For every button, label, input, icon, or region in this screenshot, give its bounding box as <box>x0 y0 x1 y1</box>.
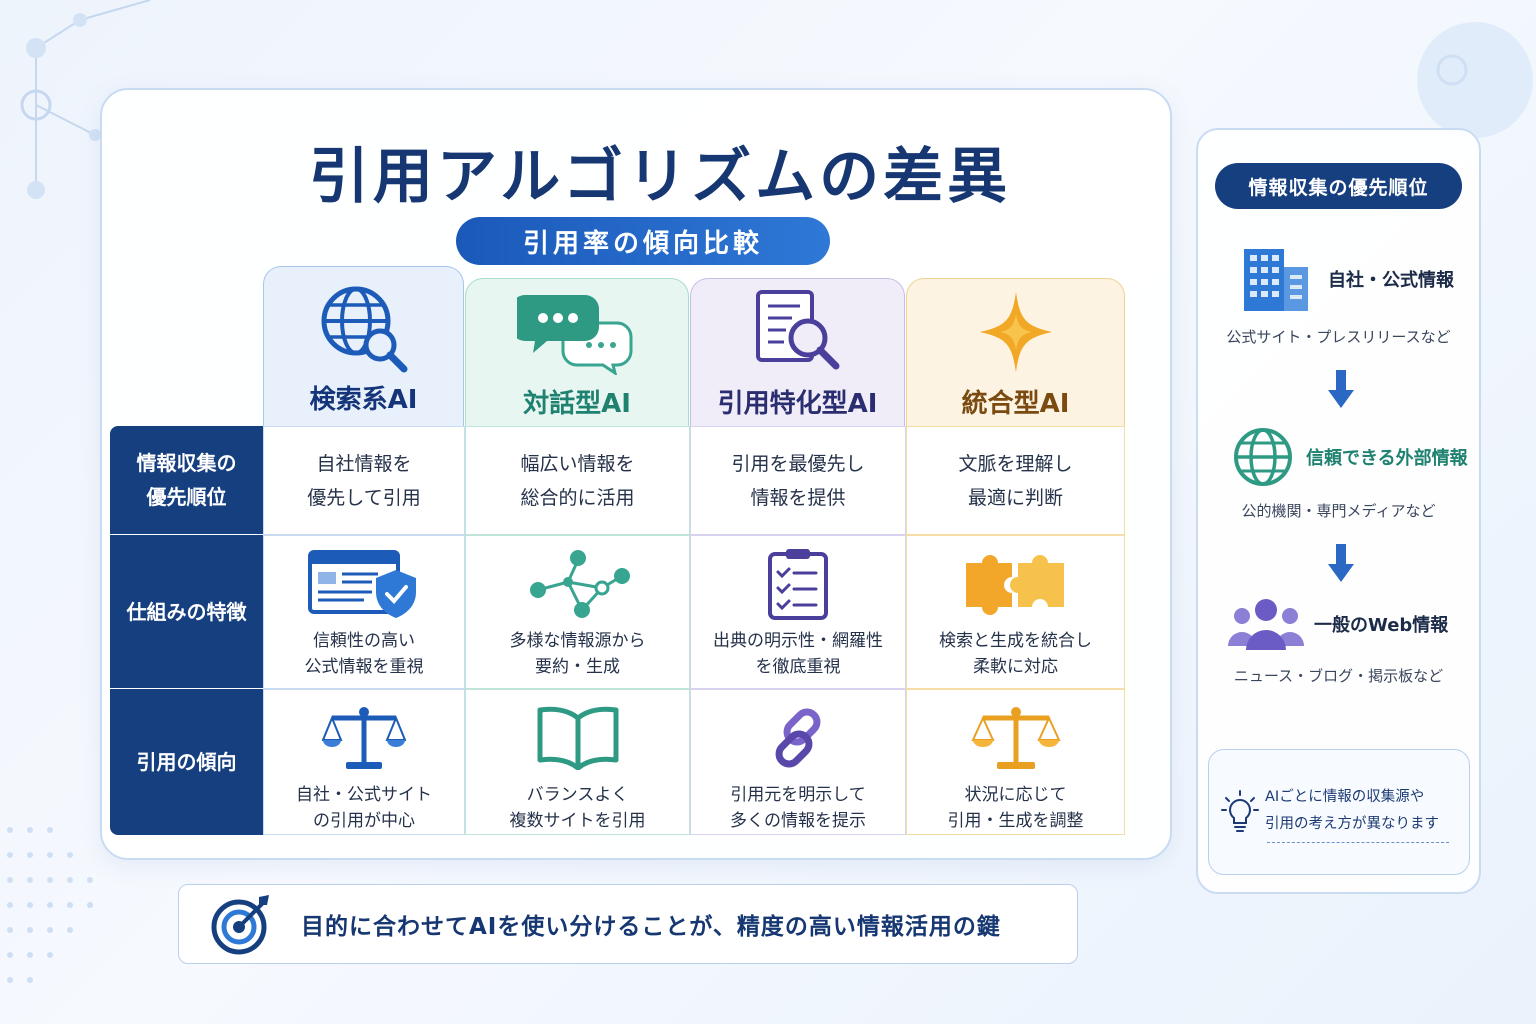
globe-icon <box>1232 426 1294 488</box>
open-book-icon <box>536 700 620 776</box>
cell-text-line2: 総合的に活用 <box>520 486 635 509</box>
chain-link-icon <box>766 700 830 776</box>
note-box: AIごとに情報の収集源や 引用の考え方が異なります <box>1208 749 1470 875</box>
cell-mechanism-integrated: 検索と生成を統合し 柔軟に対応 <box>906 535 1125 689</box>
cell-text-line1: 検索と生成を統合し <box>939 631 1092 651</box>
column-label: 対話型AI <box>523 389 631 419</box>
column-header-search-ai: 検索系AI <box>263 266 464 426</box>
note-underline <box>1267 842 1449 843</box>
note-line2: 引用の考え方が異なります <box>1265 816 1439 832</box>
cell-text-line2: を徹底重視 <box>755 657 841 677</box>
column-header-citation-ai: 引用特化型AI <box>690 278 905 426</box>
cell-text-line2: 情報を提供 <box>750 486 846 509</box>
cell-priority-chat: 幅広い情報を 総合的に活用 <box>465 426 690 535</box>
cell-priority-citation: 引用を最優先し 情報を提供 <box>690 426 906 535</box>
priority-item-external: 信頼できる外部情報 <box>1232 426 1468 488</box>
row-label: 仕組みの特徴 <box>126 599 247 624</box>
cell-text-line1: 状況に応じて <box>964 785 1067 805</box>
column-header-integrated-ai: 統合型AI <box>906 278 1125 426</box>
cell-text-line2: 多くの情報を提示 <box>730 811 866 831</box>
priority-panel-title: 情報収集の優先順位 <box>1215 163 1462 209</box>
priority-item-sub: 公的機関・専門メディアなど <box>1241 502 1436 520</box>
cell-text-line1: バランスよく <box>526 785 629 805</box>
priority-item-sub: 公式サイト・プレスリリースなど <box>1226 328 1451 346</box>
cell-text-line1: 自社情報を <box>316 452 412 475</box>
cell-text-line2: 公式情報を重視 <box>304 657 424 677</box>
key-message-bar: 目的に合わせてAIを使い分けることが、精度の高い情報活用の鍵 <box>178 884 1078 964</box>
sparkle-icon <box>976 287 1056 377</box>
row-label-line1: 情報収集の <box>136 451 237 475</box>
cell-priority-integrated: 文脈を理解し 最適に判断 <box>906 426 1125 535</box>
note-text: AIごとに情報の収集源や 引用の考え方が異なります <box>1265 784 1439 838</box>
priority-item-label: 一般のWeb情報 <box>1314 615 1449 636</box>
cell-text-line1: 自社・公式サイト <box>296 785 432 805</box>
cell-text-line2: 複数サイトを引用 <box>509 811 646 831</box>
cell-text-line2: 優先して引用 <box>307 486 421 509</box>
column-header-chat-ai: 対話型AI <box>465 278 689 426</box>
cell-tendency-search: 自社・公式サイト の引用が中心 <box>263 689 465 835</box>
priority-item-label: 信頼できる外部情報 <box>1306 448 1468 469</box>
cell-text-line1: 多様な情報源から <box>509 631 646 651</box>
page-title: 引用アルゴリズムの差異 <box>308 142 1012 212</box>
cell-text-line1: 信頼性の高い <box>313 631 415 651</box>
cell-priority-search: 自社情報を 優先して引用 <box>263 426 465 535</box>
priority-item-official: 自社・公式情報 <box>1240 245 1454 313</box>
row-label-line2: 優先順位 <box>146 485 227 509</box>
row-header-priority: 情報収集の 優先順位 <box>110 426 263 534</box>
people-icon <box>1228 598 1304 650</box>
row-header-mechanism: 仕組みの特徴 <box>110 535 263 688</box>
scales-icon <box>322 700 406 776</box>
dots-decoration <box>7 827 93 983</box>
cell-tendency-chat: バランスよく 複数サイトを引用 <box>465 689 690 835</box>
cell-text-line1: 出典の明示性・網羅性 <box>713 631 883 651</box>
puzzle-icon <box>960 546 1072 622</box>
column-label: 統合型AI <box>961 389 1070 419</box>
network-decoration <box>20 0 151 199</box>
arrow-down-icon <box>1328 370 1354 408</box>
cell-mechanism-search: 信頼性の高い 公式情報を重視 <box>263 535 465 689</box>
scales-icon <box>970 700 1061 776</box>
cell-tendency-citation: 引用元を明示して 多くの情報を提示 <box>690 689 906 835</box>
lightbulb-icon <box>1221 790 1259 834</box>
globe-search-icon <box>318 283 410 373</box>
cell-text-line2: 最適に判断 <box>967 486 1063 509</box>
building-icon <box>1240 245 1312 313</box>
cell-text-line2: の引用が中心 <box>313 811 415 831</box>
web-shield-icon <box>308 546 420 622</box>
arrow-down-icon <box>1328 544 1354 582</box>
cell-text-line2: 要約・生成 <box>535 657 620 677</box>
bubble-decoration <box>1417 22 1533 138</box>
key-message-text: 目的に合わせてAIを使い分けることが、精度の高い情報活用の鍵 <box>301 914 1001 940</box>
cell-mechanism-citation: 出典の明示性・網羅性 を徹底重視 <box>690 535 906 689</box>
network-nodes-icon <box>526 546 630 622</box>
priority-item-label: 自社・公式情報 <box>1328 270 1454 291</box>
row-header-tendency: 引用の傾向 <box>110 689 263 835</box>
cell-text-line1: 文脈を理解し <box>958 452 1073 475</box>
note-line1: AIごとに情報の収集源や <box>1265 789 1425 805</box>
priority-item-sub: ニュース・ブログ・掲示板など <box>1233 667 1444 685</box>
cell-text-line2: 柔軟に対応 <box>973 657 1058 677</box>
row-label: 引用の傾向 <box>136 750 237 774</box>
document-search-icon <box>750 287 846 377</box>
cell-text-line2: 引用・生成を調整 <box>947 811 1084 831</box>
chat-bubbles-icon <box>517 287 637 377</box>
column-label: 検索系AI <box>309 385 418 415</box>
cell-mechanism-chat: 多様な情報源から 要約・生成 <box>465 535 690 689</box>
cell-text-line1: 引用元を明示して <box>730 785 866 805</box>
priority-item-web: 一般のWeb情報 <box>1228 598 1448 650</box>
target-icon <box>211 893 273 955</box>
column-label: 引用特化型AI <box>717 389 878 419</box>
cell-text-line1: 引用を最優先し <box>731 452 865 475</box>
cell-tendency-integrated: 状況に応じて 引用・生成を調整 <box>906 689 1125 835</box>
cell-text-line1: 幅広い情報を <box>520 452 635 475</box>
subtitle-pill: 引用率の傾向比較 <box>456 217 830 265</box>
checklist-clipboard-icon <box>766 546 830 622</box>
